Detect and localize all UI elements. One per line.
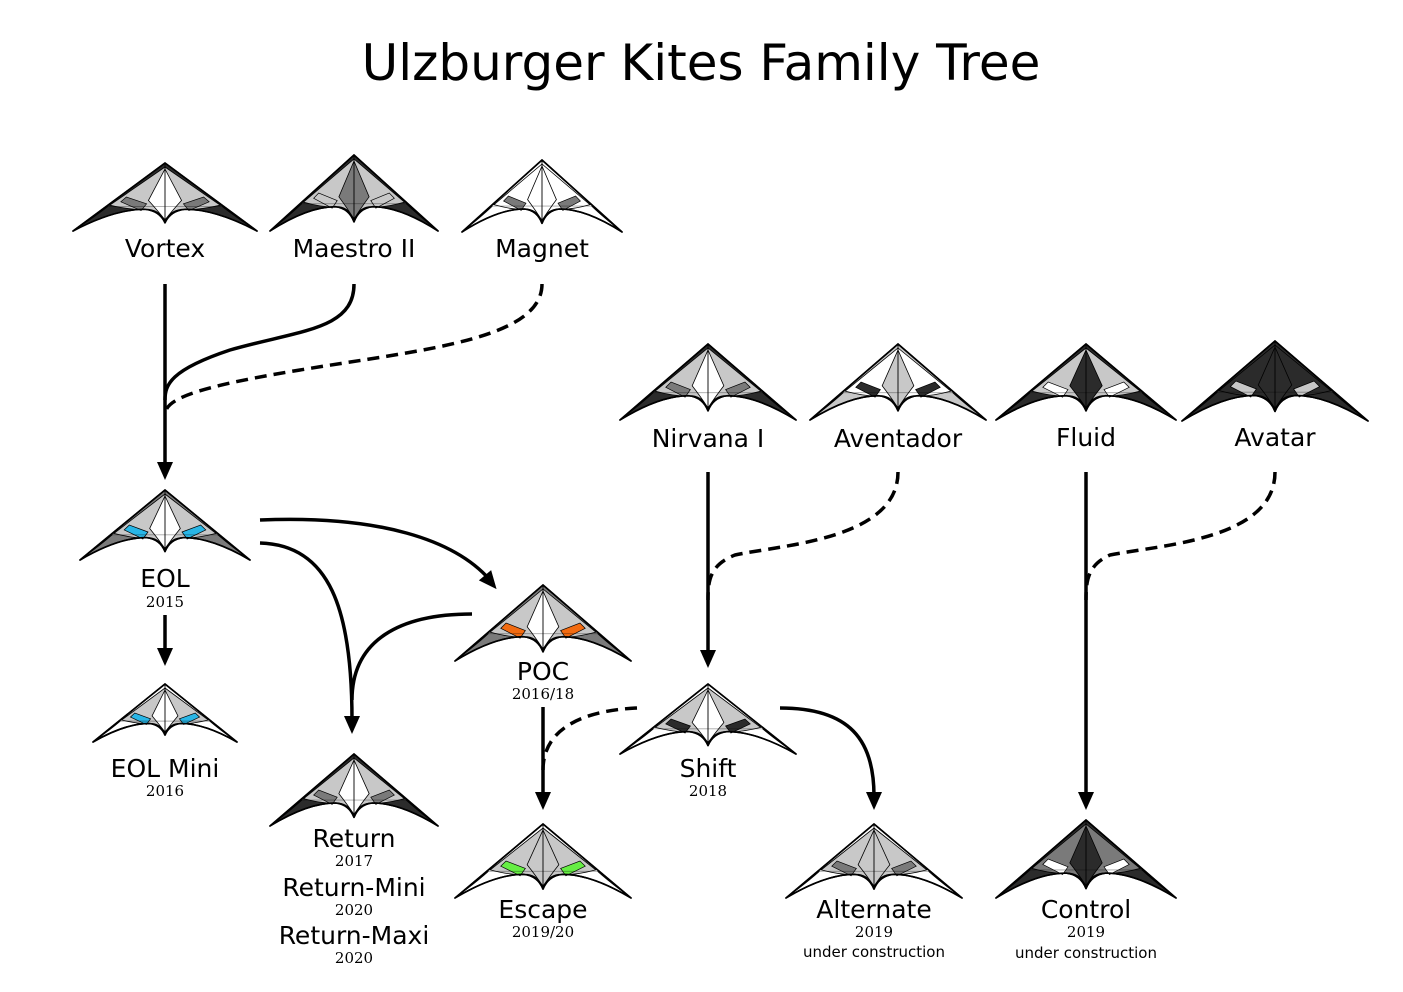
edge-shift-alternate [779, 706, 876, 797]
kite-node-avatar: Avatar [1181, 340, 1369, 452]
kite-name-shift: Shift [680, 754, 737, 783]
kite-note-control: under construction [1015, 944, 1157, 962]
arrowhead-vortex-eol [157, 462, 173, 480]
kite-name-control: Control [1041, 895, 1131, 924]
arrowhead-eol-poc [478, 570, 497, 590]
edge-eol-poc [259, 517, 492, 582]
edge-shift-escape [541, 706, 638, 771]
kite-year-eolmini: 2016 [146, 782, 184, 800]
kite-name-vortex: Vortex [125, 234, 205, 263]
kite-escape-icon [454, 823, 632, 899]
arrowhead-eol-eolmini [157, 648, 173, 666]
kite-name-maestro: Maestro II [293, 234, 416, 263]
kite-vortex-icon [72, 162, 258, 232]
arrowhead-nirvana-shift [700, 650, 716, 668]
kite-eolmini-icon [92, 683, 238, 743]
arrowhead-fluid-control [1078, 792, 1094, 810]
kite-year-escape: 2019/20 [512, 923, 574, 941]
kite-name-alternate: Alternate [816, 895, 931, 924]
kite-year-return: 2017 [335, 852, 373, 870]
kite-name-eol: EOL [140, 564, 189, 593]
kite-name-avatar: Avatar [1234, 423, 1316, 452]
kite-node-vortex: Vortex [72, 162, 258, 263]
variant-year-0: 2020 [335, 901, 373, 919]
arrowhead-shift-alternate [866, 792, 882, 810]
kite-poc-icon [454, 584, 632, 662]
kite-year-shift: 2018 [689, 782, 727, 800]
edge-avatar-control [1084, 471, 1277, 601]
kite-name-nirvana: Nirvana I [652, 424, 765, 453]
kite-name-return: Return [313, 824, 396, 853]
kite-node-maestro: Maestro II [269, 154, 439, 263]
kite-node-nirvana: Nirvana I [619, 343, 797, 453]
kite-year-alternate: 2019 [855, 923, 893, 941]
kite-note-alternate: under construction [803, 943, 945, 961]
edges-layer [157, 283, 1277, 810]
kite-year-eol: 2015 [146, 593, 184, 611]
kite-nirvana-icon [619, 343, 797, 421]
variant-name-1: Return-Maxi [279, 921, 430, 950]
kite-alternate-icon [785, 823, 963, 899]
kite-year-poc: 2016/18 [512, 685, 574, 703]
kite-node-fluid: Fluid [995, 343, 1177, 452]
edge-magnet-eol [163, 283, 544, 416]
arrowhead-eol-return [344, 716, 360, 734]
edge-poc-return [350, 612, 473, 701]
kite-name-magnet: Magnet [495, 234, 589, 263]
kite-aventador-icon [809, 343, 987, 421]
kite-magnet-icon [461, 159, 623, 233]
kite-name-poc: POC [517, 657, 569, 686]
kite-avatar-icon [1181, 340, 1369, 422]
variant-year-1: 2020 [335, 949, 373, 967]
arrowhead-poc-escape [535, 792, 551, 810]
kite-shift-icon [619, 683, 797, 755]
edge-aventador-shift [706, 471, 900, 601]
kite-eol-icon [79, 489, 251, 561]
kite-name-escape: Escape [498, 895, 587, 924]
kite-name-eolmini: EOL Mini [111, 754, 220, 783]
kite-name-aventador: Aventador [834, 424, 963, 453]
diagram-title: Ulzburger Kites Family Tree [362, 34, 1041, 92]
kite-node-aventador: Aventador [809, 343, 987, 453]
kite-name-fluid: Fluid [1056, 423, 1116, 452]
kite-control-icon [995, 819, 1177, 899]
kite-return-icon [269, 753, 439, 827]
kite-node-magnet: Magnet [461, 159, 623, 263]
kite-fluid-icon [995, 343, 1177, 421]
kite-maestro-icon [269, 154, 439, 232]
variant-name-0: Return-Mini [282, 873, 425, 902]
edge-eol-return [259, 541, 354, 721]
kite-year-control: 2019 [1067, 923, 1105, 941]
edge-maestro-eol [163, 283, 356, 401]
